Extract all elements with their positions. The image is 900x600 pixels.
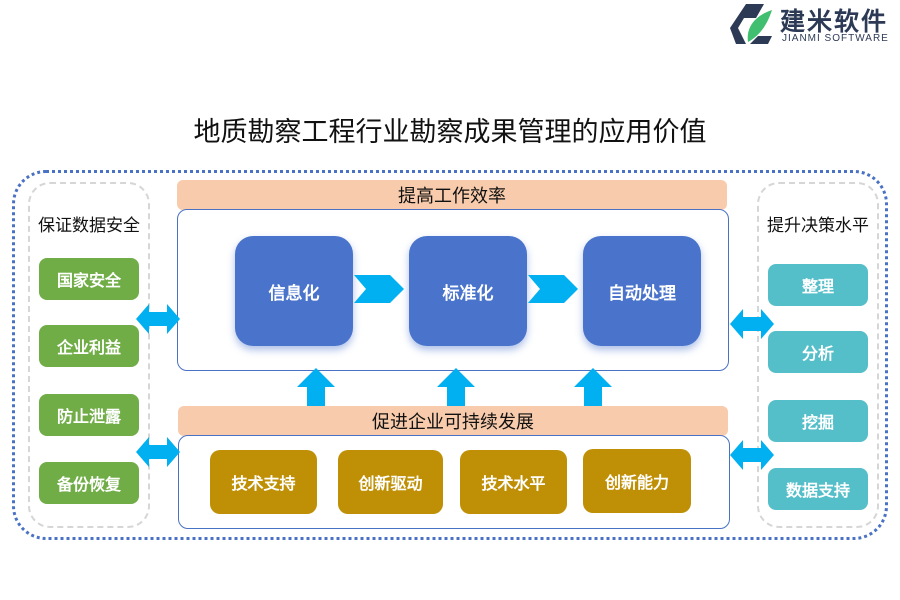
- double-arrow-icon: [730, 440, 774, 470]
- up-arrow-icon: [437, 368, 475, 408]
- brand-name-cn: 建米软件: [780, 7, 889, 36]
- right-column: [757, 182, 879, 528]
- step-informatization: 信息化: [235, 236, 353, 346]
- left-item-prevent-leak: 防止泄露: [39, 394, 139, 436]
- right-column-title: 提升决策水平: [767, 216, 869, 236]
- right-item-data-support: 数据支持: [768, 468, 868, 510]
- bottom-item-innovation-drive: 创新驱动: [338, 450, 443, 514]
- left-column-title: 保证数据安全: [38, 216, 140, 236]
- left-item-national-security: 国家安全: [39, 258, 139, 300]
- jianmi-logo-icon: [730, 4, 772, 44]
- chevron-arrow-icon: [528, 275, 578, 303]
- outer-frame: [12, 170, 888, 540]
- right-item-mine: 挖掘: [768, 400, 868, 442]
- left-column: [28, 182, 150, 528]
- chevron-arrow-icon: [354, 275, 404, 303]
- step-automation: 自动处理: [583, 236, 701, 346]
- right-item-analyze: 分析: [768, 331, 868, 373]
- double-arrow-icon: [730, 309, 774, 339]
- bottom-item-innovation-capability: 创新能力: [583, 449, 691, 513]
- left-item-backup-restore: 备份恢复: [39, 462, 139, 504]
- right-item-organize: 整理: [768, 264, 868, 306]
- double-arrow-icon: [136, 304, 180, 334]
- up-arrow-icon: [574, 368, 612, 408]
- top-banner: 提高工作效率: [177, 180, 727, 210]
- bottom-item-tech-level: 技术水平: [460, 450, 567, 514]
- step-standardization: 标准化: [409, 236, 527, 346]
- page-title: 地质勘察工程行业勘察成果管理的应用价值: [193, 117, 707, 148]
- up-arrow-icon: [297, 368, 335, 408]
- bottom-item-tech-support: 技术支持: [210, 450, 317, 514]
- brand-name-en: JIANMI SOFTWARE: [782, 33, 889, 44]
- double-arrow-icon: [136, 437, 180, 467]
- left-item-enterprise-interest: 企业利益: [39, 325, 139, 367]
- brand-logo: 建米软件 JIANMI SOFTWARE: [724, 2, 900, 46]
- bottom-banner: 促进企业可持续发展: [178, 406, 728, 436]
